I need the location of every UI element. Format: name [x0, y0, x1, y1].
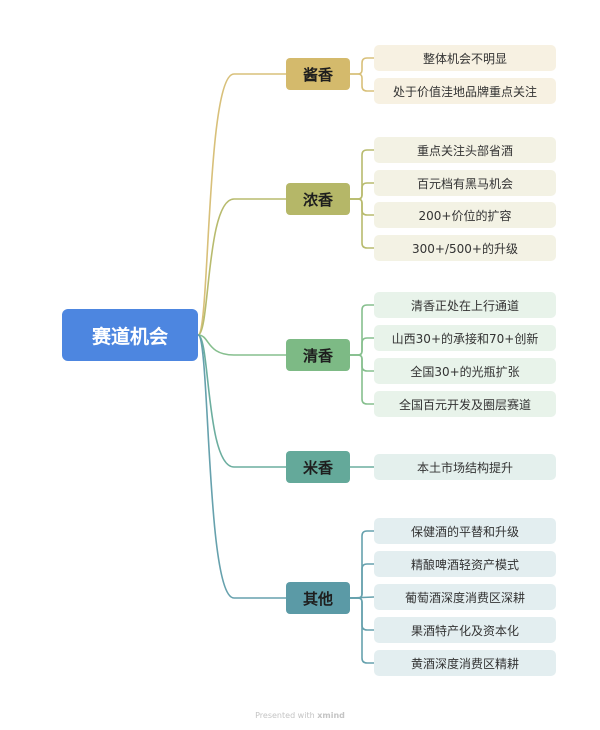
leaf-topic[interactable]: 200+价位的扩容 — [374, 202, 556, 228]
branch-connector — [197, 334, 287, 468]
leaf-topic[interactable]: 处于价值洼地品牌重点关注 — [374, 78, 556, 104]
leaf-topic[interactable]: 果酒特产化及资本化 — [374, 617, 556, 643]
leaf-connector — [349, 73, 375, 92]
leaf-topic[interactable]: 重点关注头部省酒 — [374, 137, 556, 163]
branch-connector — [197, 198, 287, 336]
leaf-topic[interactable]: 300+/500+的升级 — [374, 235, 556, 261]
branch-connector — [197, 73, 287, 336]
leaf-connector — [349, 337, 375, 356]
leaf-topic[interactable]: 葡萄酒深度消费区深耕 — [374, 584, 556, 610]
leaf-topic[interactable]: 清香正处在上行通道 — [374, 292, 556, 318]
leaf-topic[interactable]: 保健酒的平替和升级 — [374, 518, 556, 544]
watermark: Presented with xmind — [255, 711, 345, 720]
branch-topic-nongxiang[interactable]: 浓香 — [286, 183, 350, 215]
branch-label: 清香 — [302, 346, 333, 365]
leaf-connector — [349, 563, 375, 599]
leaf-connector — [349, 57, 375, 75]
branch-connector — [197, 334, 287, 356]
leaf-connector — [349, 354, 375, 405]
leaf-connector — [349, 182, 375, 200]
leaf-topic[interactable]: 全国百元开发及圈层赛道 — [374, 391, 556, 417]
branch-topic-qingxiang[interactable]: 清香 — [286, 339, 350, 371]
branch-label: 其他 — [302, 589, 333, 608]
leaf-topic[interactable]: 全国30+的光瓶扩张 — [374, 358, 556, 384]
root-topic-label: 赛道机会 — [91, 325, 168, 348]
leaf-topic[interactable]: 整体机会不明显 — [374, 45, 556, 71]
branch-topic-jiangxiang[interactable]: 酱香 — [286, 58, 350, 90]
leaf-topic[interactable]: 黄酒深度消费区精耕 — [374, 650, 556, 676]
leaf-connector — [349, 597, 375, 664]
branch-label: 浓香 — [302, 190, 333, 209]
leaf-topic[interactable]: 精酿啤酒轻资产模式 — [374, 551, 556, 577]
leaf-topic[interactable]: 山西30+的承接和70+创新 — [374, 325, 556, 351]
branch-label: 米香 — [302, 458, 333, 477]
leaf-connector — [349, 198, 375, 249]
branch-connector — [197, 334, 287, 599]
leaf-topic[interactable]: 百元档有黑马机会 — [374, 170, 556, 196]
branch-topic-qita[interactable]: 其他 — [286, 582, 350, 614]
leaf-topic[interactable]: 本土市场结构提升 — [374, 454, 556, 480]
branch-label: 酱香 — [302, 65, 333, 84]
root-topic[interactable]: 赛道机会 — [62, 309, 198, 361]
branch-topic-mixiang[interactable]: 米香 — [286, 451, 350, 483]
